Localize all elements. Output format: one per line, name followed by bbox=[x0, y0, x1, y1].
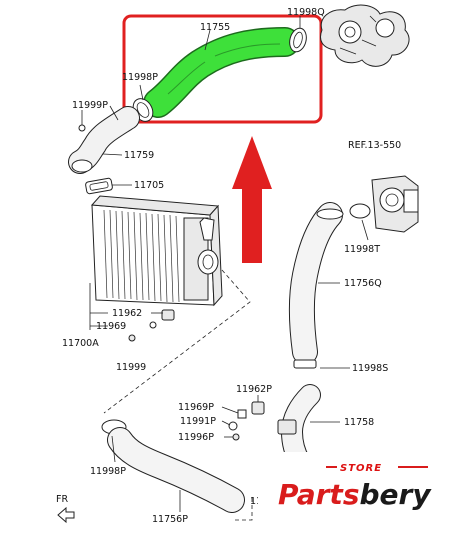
label-11998q: 11998Q bbox=[287, 7, 325, 18]
label-11999p: 11999P bbox=[72, 100, 108, 111]
clamp-11998s bbox=[293, 359, 317, 369]
front-arrow-icon bbox=[57, 506, 75, 524]
label-11755: 11755 bbox=[200, 22, 230, 33]
label-11999: 11999 bbox=[116, 362, 146, 373]
brand-bery: bery bbox=[359, 478, 432, 511]
brand-store: STORE bbox=[340, 463, 382, 474]
highlight-box bbox=[122, 14, 323, 124]
red-arrow bbox=[232, 136, 272, 263]
label-11705: 11705 bbox=[134, 180, 164, 191]
label-11962p: 11962P bbox=[236, 384, 272, 395]
hose-11756p-drawing bbox=[107, 427, 245, 513]
clip-11991p bbox=[228, 421, 238, 431]
bolt-11962-drawing bbox=[161, 309, 175, 321]
hose-11755-highlighted[interactable] bbox=[143, 27, 300, 118]
nut-11969p bbox=[237, 409, 247, 419]
label-11756p: 11756P bbox=[152, 514, 188, 525]
turbocharger-drawing bbox=[320, 4, 410, 67]
label-11969: 11969 bbox=[96, 321, 126, 332]
label-11998s: 11998S bbox=[352, 363, 388, 374]
label-11700a: 11700A bbox=[62, 338, 99, 349]
label-11998p-bottom: 11998P bbox=[90, 466, 126, 477]
pipe-11759-drawing bbox=[68, 106, 140, 174]
brand-parts: Parts bbox=[278, 478, 359, 511]
label-11991p: 11991P bbox=[180, 416, 216, 427]
label-11962: 11962 bbox=[112, 308, 142, 319]
label-11759: 11759 bbox=[124, 150, 154, 161]
gasket-11705-drawing bbox=[85, 177, 113, 195]
leader-lines bbox=[89, 16, 369, 512]
pipe-11758-drawing bbox=[277, 384, 321, 473]
label-11998t: 11998T bbox=[344, 244, 380, 255]
label-11996p: 11996P bbox=[178, 432, 214, 443]
label-fr: FR bbox=[56, 494, 68, 505]
intercooler-11700a-drawing bbox=[90, 195, 223, 307]
bolt-11962p bbox=[251, 401, 265, 415]
label-11998p-top: 11998P bbox=[122, 72, 158, 83]
label-11756q: 11756Q bbox=[344, 278, 382, 289]
throttle-body-drawing bbox=[371, 175, 419, 233]
clamp-11998t bbox=[349, 203, 371, 219]
hose-11756q-drawing bbox=[288, 202, 344, 365]
label-ref: REF.13-550 bbox=[348, 140, 401, 151]
label-11758: 11758 bbox=[344, 417, 374, 428]
clip-11996p bbox=[232, 433, 240, 441]
partsbery-logo: STORE Partsbery bbox=[258, 452, 464, 514]
label-11969p: 11969P bbox=[178, 402, 214, 413]
svg-text:Partsbery: Partsbery bbox=[278, 478, 432, 511]
